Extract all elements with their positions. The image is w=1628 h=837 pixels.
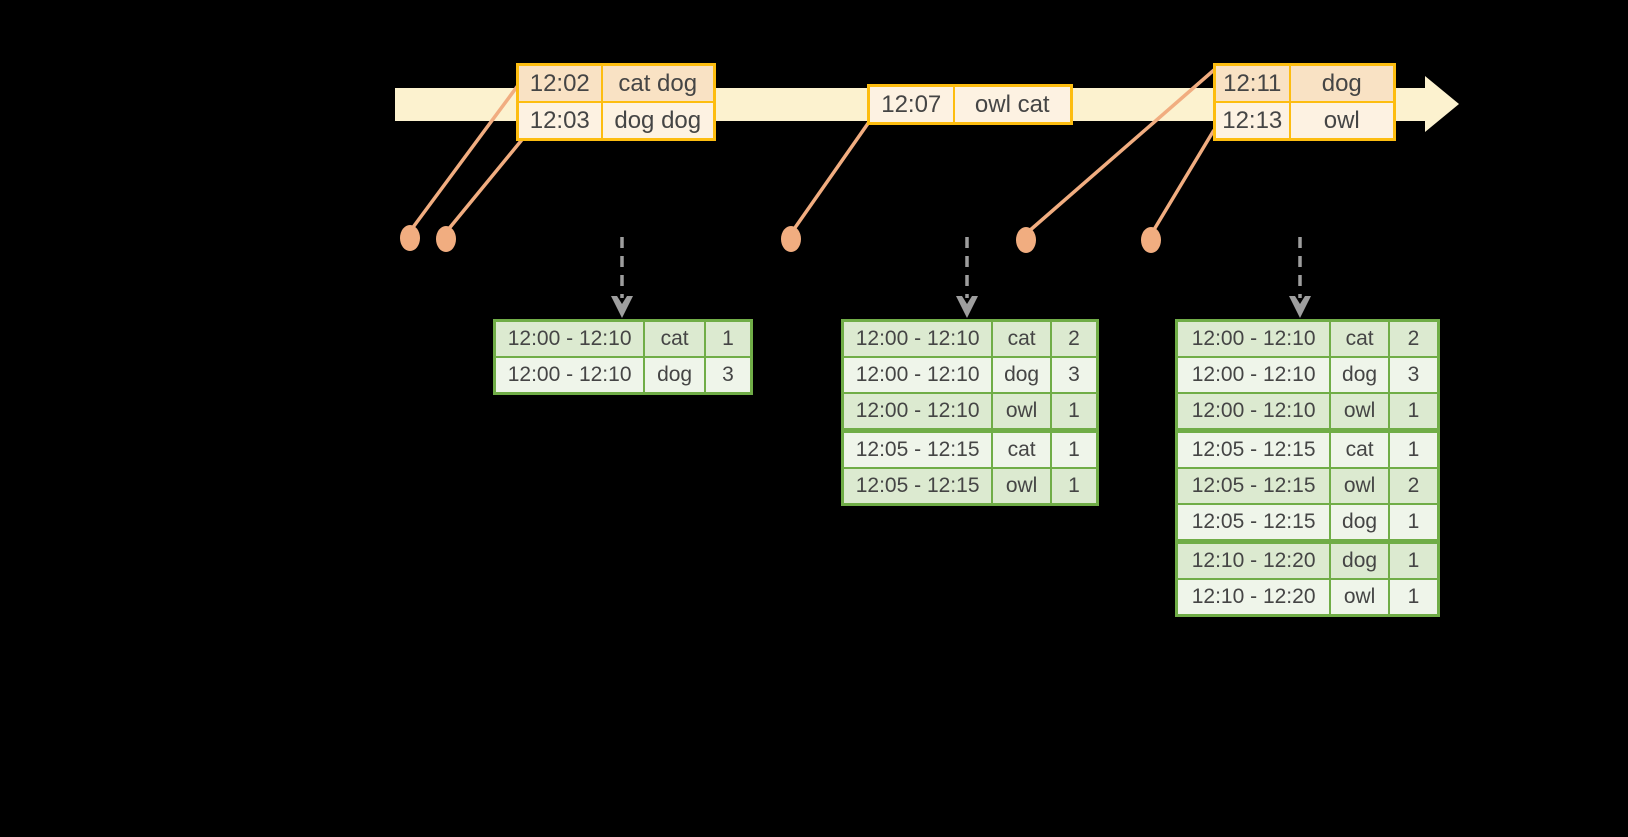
result-row: 12:00 - 12:10 dog 3 bbox=[841, 356, 1099, 394]
result-row: 12:00 - 12:10 owl 1 bbox=[841, 392, 1099, 432]
count-cell: 1 bbox=[1049, 467, 1099, 506]
result-row: 12:00 - 12:10 dog 3 bbox=[493, 356, 753, 395]
event-row: 12:11 dog bbox=[1213, 63, 1396, 103]
event-row: 12:02 cat dog bbox=[516, 63, 716, 103]
event-row: 12:03 dog dog bbox=[516, 101, 716, 141]
event-row: 12:07 owl cat bbox=[867, 84, 1073, 125]
result-row: 12:05 - 12:15 owl 1 bbox=[841, 467, 1099, 506]
window-cell: 12:00 - 12:10 bbox=[493, 356, 646, 395]
event-time-cell: 12:11 bbox=[1213, 63, 1291, 103]
word-cell: dog bbox=[1329, 539, 1390, 580]
word-cell: dog bbox=[1329, 356, 1390, 394]
result-row: 12:05 - 12:15 owl 2 bbox=[1175, 467, 1440, 505]
result-row: 12:00 - 12:10 cat 2 bbox=[1175, 319, 1440, 358]
word-cell: cat bbox=[1329, 428, 1390, 469]
event-words-cell: owl cat bbox=[952, 84, 1073, 125]
window-cell: 12:05 - 12:15 bbox=[1175, 428, 1332, 469]
event-time-cell: 12:03 bbox=[516, 101, 603, 141]
event-time-cell: 12:02 bbox=[516, 63, 603, 103]
window-cell: 12:00 - 12:10 bbox=[493, 319, 646, 358]
event-dot bbox=[1141, 227, 1161, 253]
window-cell: 12:10 - 12:20 bbox=[1175, 539, 1332, 580]
count-cell: 1 bbox=[1387, 428, 1440, 469]
window-cell: 12:05 - 12:15 bbox=[1175, 503, 1332, 543]
count-cell: 1 bbox=[1387, 392, 1440, 432]
event-dot bbox=[781, 226, 801, 252]
event-connector-lines bbox=[409, 68, 1216, 234]
count-cell: 2 bbox=[1387, 319, 1440, 358]
timeline-arrow-head bbox=[1425, 76, 1459, 132]
result-table-3: 12:00 - 12:10 cat 2 12:00 - 12:10 dog 3 … bbox=[1175, 319, 1440, 617]
result-row: 12:05 - 12:15 cat 1 bbox=[1175, 428, 1440, 469]
trigger-arrow-heads bbox=[611, 296, 1311, 318]
window-cell: 12:00 - 12:10 bbox=[1175, 392, 1332, 432]
window-cell: 12:10 - 12:20 bbox=[1175, 578, 1332, 617]
count-cell: 1 bbox=[1387, 539, 1440, 580]
word-cell: owl bbox=[1329, 392, 1390, 432]
window-cell: 12:00 - 12:10 bbox=[841, 356, 994, 394]
window-cell: 12:00 - 12:10 bbox=[841, 392, 994, 432]
arrow-head-icon bbox=[1289, 296, 1311, 318]
word-cell: cat bbox=[991, 428, 1052, 469]
count-cell: 3 bbox=[703, 356, 753, 395]
event-connector-line bbox=[1026, 68, 1216, 234]
arrow-head-icon bbox=[956, 296, 978, 318]
event-table-3: 12:11 dog 12:13 owl bbox=[1213, 63, 1396, 141]
count-cell: 1 bbox=[1387, 578, 1440, 617]
event-words-cell: cat dog bbox=[600, 63, 716, 103]
window-cell: 12:05 - 12:15 bbox=[1175, 467, 1332, 505]
result-row: 12:00 - 12:10 dog 3 bbox=[1175, 356, 1440, 394]
count-cell: 2 bbox=[1049, 319, 1099, 358]
window-cell: 12:00 - 12:10 bbox=[1175, 319, 1332, 358]
count-cell: 1 bbox=[703, 319, 753, 358]
word-cell: cat bbox=[1329, 319, 1390, 358]
word-cell: owl bbox=[1329, 467, 1390, 505]
count-cell: 1 bbox=[1049, 428, 1099, 469]
result-row: 12:10 - 12:20 owl 1 bbox=[1175, 578, 1440, 617]
result-row: 12:00 - 12:10 cat 1 bbox=[493, 319, 753, 358]
event-dots bbox=[400, 225, 1161, 253]
event-words-cell: owl bbox=[1288, 101, 1396, 141]
result-row: 12:05 - 12:15 dog 1 bbox=[1175, 503, 1440, 543]
event-connector-line bbox=[445, 134, 527, 233]
trigger-arrows bbox=[620, 237, 1302, 298]
event-connector-line bbox=[409, 82, 521, 232]
event-dot bbox=[400, 225, 420, 251]
count-cell: 1 bbox=[1387, 503, 1440, 543]
result-row: 12:05 - 12:15 cat 1 bbox=[841, 428, 1099, 469]
result-row: 12:00 - 12:10 cat 2 bbox=[841, 319, 1099, 358]
word-cell: cat bbox=[991, 319, 1052, 358]
event-time-cell: 12:07 bbox=[867, 84, 955, 125]
result-row: 12:10 - 12:20 dog 1 bbox=[1175, 539, 1440, 580]
event-row: 12:13 owl bbox=[1213, 101, 1396, 141]
window-cell: 12:05 - 12:15 bbox=[841, 428, 994, 469]
event-time-cell: 12:13 bbox=[1213, 101, 1291, 141]
event-table-2: 12:07 owl cat bbox=[867, 84, 1073, 125]
word-cell: dog bbox=[1329, 503, 1390, 543]
window-cell: 12:00 - 12:10 bbox=[1175, 356, 1332, 394]
word-cell: owl bbox=[991, 467, 1052, 506]
event-words-cell: dog dog bbox=[600, 101, 716, 141]
word-cell: cat bbox=[643, 319, 706, 358]
window-cell: 12:05 - 12:15 bbox=[841, 467, 994, 506]
event-connector-line bbox=[1150, 129, 1216, 234]
count-cell: 2 bbox=[1387, 467, 1440, 505]
result-row: 12:00 - 12:10 owl 1 bbox=[1175, 392, 1440, 432]
event-words-cell: dog bbox=[1288, 63, 1396, 103]
event-dot bbox=[436, 226, 456, 252]
window-cell: 12:00 - 12:10 bbox=[841, 319, 994, 358]
result-table-1: 12:00 - 12:10 cat 1 12:00 - 12:10 dog 3 bbox=[493, 319, 753, 395]
word-cell: dog bbox=[991, 356, 1052, 394]
count-cell: 3 bbox=[1049, 356, 1099, 394]
word-cell: owl bbox=[1329, 578, 1390, 617]
event-connector-line bbox=[790, 120, 871, 234]
event-dot bbox=[1016, 227, 1036, 253]
result-table-2: 12:00 - 12:10 cat 2 12:00 - 12:10 dog 3 … bbox=[841, 319, 1099, 506]
word-cell: dog bbox=[643, 356, 706, 395]
event-table-1: 12:02 cat dog 12:03 dog dog bbox=[516, 63, 716, 141]
count-cell: 1 bbox=[1049, 392, 1099, 432]
word-cell: owl bbox=[991, 392, 1052, 432]
arrow-head-icon bbox=[611, 296, 633, 318]
count-cell: 3 bbox=[1387, 356, 1440, 394]
